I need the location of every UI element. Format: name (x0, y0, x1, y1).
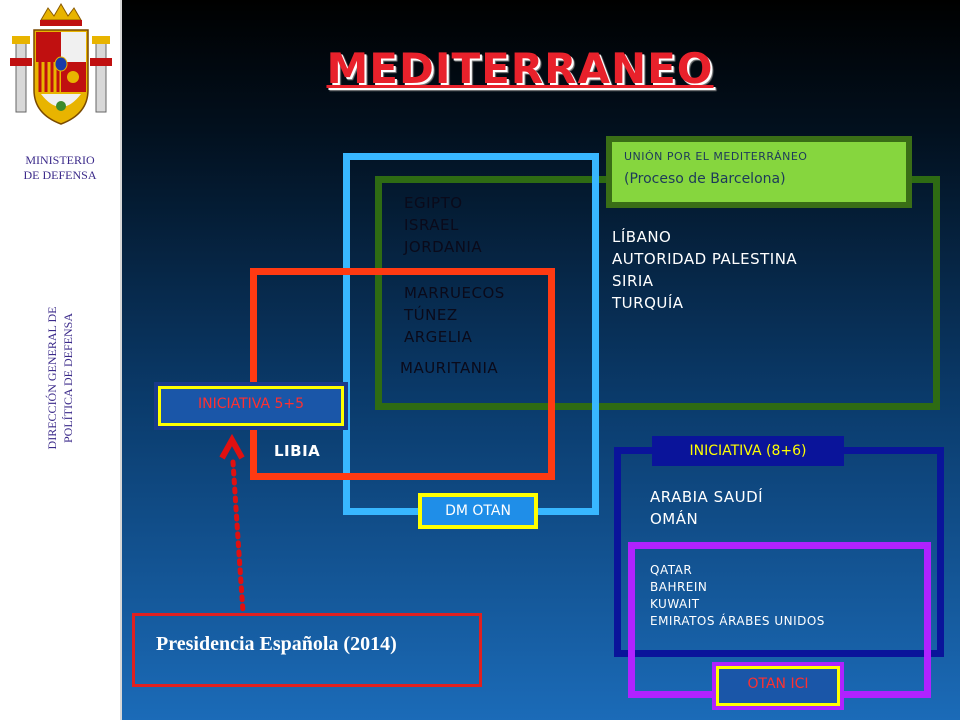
directorate-line-1: DIRECCIÓN GENERAL DE (45, 306, 59, 450)
ufm-label-line-1: UNIÓN POR EL MEDITERRÁNEO (624, 150, 808, 163)
gcc-country-list: ARABIA SAUDÍ OMÁN (650, 486, 763, 530)
country-item-libia: LIBIA (274, 442, 321, 460)
otan-ici-label: OTAN ICI (712, 662, 844, 710)
country-item: ARGELIA (404, 328, 473, 346)
country-item: QATAR (650, 563, 693, 577)
directorate-name: DIRECCIÓN GENERAL DE POLÍTICA DE DEFENSA (44, 278, 76, 478)
country-item: EGIPTO (404, 194, 463, 212)
iniciativa-86-label: INICIATIVA (8+6) (652, 436, 844, 466)
dotted-arrow (219, 433, 246, 615)
shared-country-list: MARRUECOS TÚNEZ ARGELIA (404, 282, 505, 348)
country-item: MARRUECOS (404, 284, 505, 302)
coat-of-arms-icon (10, 3, 112, 125)
country-item: JORDANIA (404, 238, 483, 256)
ici-country-list: QATAR BAHREIN KUWAIT EMIRATOS ÁRABES UNI… (650, 562, 825, 630)
sidebar: MINISTERIO DE DEFENSA DIRECCIÓN GENERAL … (0, 0, 122, 720)
iniciativa-55-text: INICIATIVA 5+5 (161, 389, 341, 423)
country-item: KUWAIT (650, 597, 700, 611)
country-item-mauritania: MAURITANIA (400, 359, 499, 377)
dm-otan-country-list: EGIPTO ISRAEL JORDANIA (404, 192, 482, 258)
arrow-head (219, 433, 245, 460)
iniciativa-55-group-box (250, 268, 555, 480)
ufm-country-list: LÍBANO AUTORIDAD PALESTINA SIRIA TURQUÍA (612, 226, 797, 314)
ufm-label-line-2: (Proceso de Barcelona) (624, 171, 786, 187)
dm-otan-label: DM OTAN (418, 493, 538, 529)
slide-title: MEDITERRANEO (326, 44, 714, 93)
country-item: TÚNEZ (404, 306, 458, 324)
otan-ici-text: OTAN ICI (719, 669, 837, 703)
ufm-label: UNIÓN POR EL MEDITERRÁNEO (Proceso de Ba… (606, 136, 912, 208)
ministry-line-1: MINISTERIO (25, 153, 95, 167)
presidency-text: Presidencia Española (2014) (156, 633, 397, 655)
country-item: ISRAEL (404, 216, 459, 234)
country-item: SIRIA (612, 272, 654, 290)
country-item: EMIRATOS ÁRABES UNIDOS (650, 614, 825, 628)
country-item: BAHREIN (650, 580, 708, 594)
country-item: AUTORIDAD PALESTINA (612, 250, 798, 268)
country-item: TURQUÍA (612, 294, 684, 312)
arrow-shaft (230, 459, 246, 615)
directorate-line-2: POLÍTICA DE DEFENSA (61, 313, 75, 444)
country-item: ARABIA SAUDÍ (650, 488, 764, 506)
country-item: OMÁN (650, 510, 699, 528)
ministry-line-2: DE DEFENSA (23, 168, 97, 182)
presidency-box (132, 613, 482, 687)
country-item: LÍBANO (612, 228, 672, 246)
ministry-name: MINISTERIO DE DEFENSA (0, 153, 120, 183)
iniciativa-55-label: INICIATIVA 5+5 (154, 382, 348, 430)
